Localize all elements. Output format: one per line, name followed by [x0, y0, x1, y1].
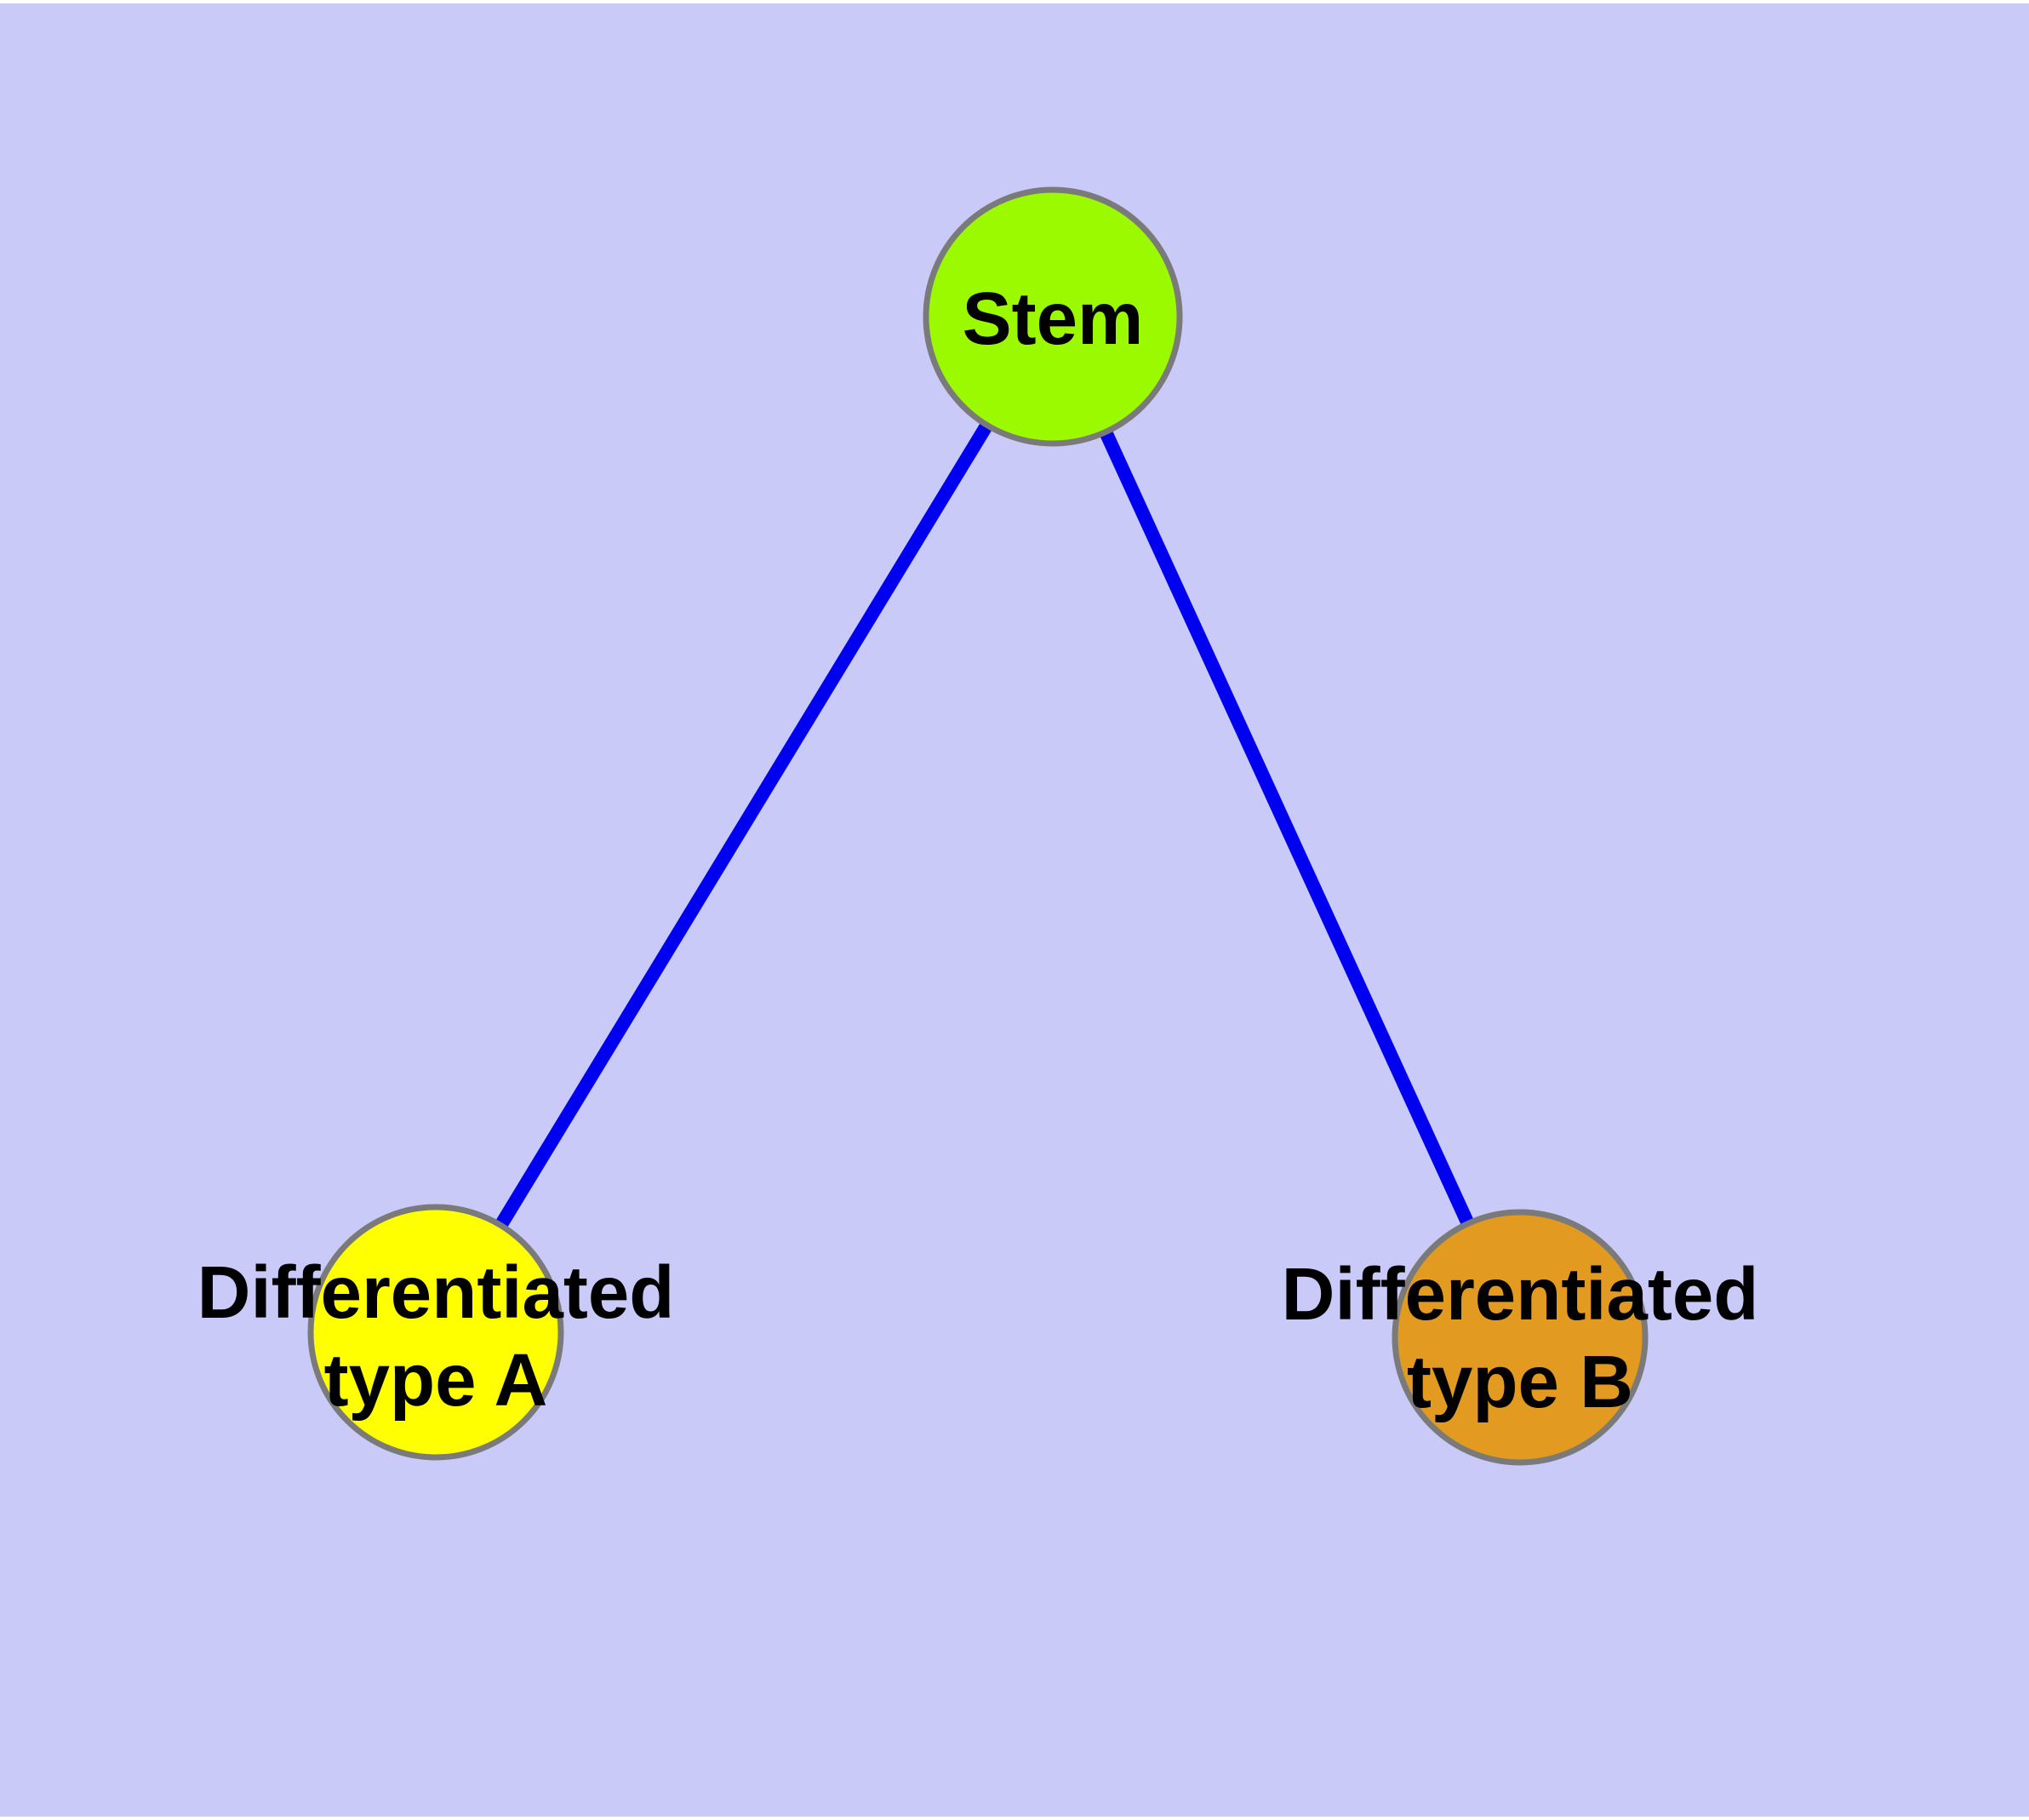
node-differentiated-type-b — [1392, 1209, 1649, 1466]
node-stem-label: Stem — [963, 278, 1144, 360]
node-differentiated-type-a — [307, 1204, 564, 1461]
node-stem — [923, 186, 1183, 447]
node-label-line: type B — [1407, 1341, 1633, 1423]
edge-stem-to-type-b — [1046, 313, 1527, 1341]
node-label-line: Differentiated — [197, 1251, 675, 1334]
edge-stem-to-type-a — [430, 312, 1059, 1336]
node-label-line: type A — [324, 1339, 548, 1422]
node-label-line: Differentiated — [1282, 1253, 1759, 1336]
